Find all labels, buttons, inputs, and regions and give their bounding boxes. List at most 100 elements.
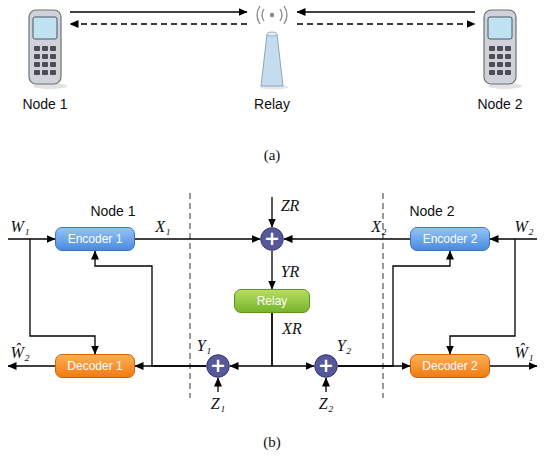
phone-icon <box>475 4 525 90</box>
encoder-box: Encoder 2 <box>410 227 490 251</box>
signal-arc <box>284 6 287 24</box>
phone-screen <box>33 17 57 39</box>
phone-screen <box>488 17 512 39</box>
signal-name: Ŵ₁ <box>515 344 534 362</box>
icon-art <box>475 4 525 90</box>
adder-symbol: + <box>318 356 334 375</box>
phone-key <box>505 70 511 75</box>
phone-body <box>29 10 61 84</box>
decoder-box: Decoder 2 <box>410 354 490 378</box>
signal-arrow <box>338 365 410 366</box>
signal-arc <box>262 9 264 21</box>
phone-key <box>50 46 56 51</box>
phone-key <box>505 54 511 59</box>
tower-mast <box>261 34 283 86</box>
phone-node: Node 2 <box>475 4 525 118</box>
phone-key <box>505 46 511 51</box>
signal-name: Y₁ <box>197 337 211 355</box>
broadcast-arrow <box>297 23 475 24</box>
adder-symbol: + <box>264 229 280 248</box>
phone-key <box>497 62 503 67</box>
side-info-wire <box>30 239 95 354</box>
signal-name: X₂ <box>371 218 386 236</box>
phone-key <box>497 46 503 51</box>
block-name: Relay <box>257 294 288 308</box>
decoder-box: Decoder 1 <box>55 354 135 378</box>
phone-key <box>34 62 40 67</box>
signal-arc <box>257 6 260 24</box>
input-wire <box>490 238 537 239</box>
signal-name: X₁ <box>155 218 170 236</box>
phone-key <box>50 70 56 75</box>
icon-art <box>20 4 70 90</box>
separator-dashed <box>189 193 190 398</box>
signal-arrow <box>338 251 450 366</box>
signal-arrow <box>95 251 206 366</box>
signal-name: Y₂ <box>337 337 351 355</box>
block-name: Decoder 2 <box>422 359 477 373</box>
noise-wire <box>325 378 326 392</box>
phone-key <box>50 54 56 59</box>
phone-key <box>42 46 48 51</box>
node-label: Relay <box>254 96 290 112</box>
signal-name: Ŵ₂ <box>11 344 30 362</box>
phone-key <box>34 46 40 51</box>
signal-arrow <box>271 251 272 289</box>
subfigure-tag: (b) <box>263 434 281 451</box>
signal-name: Z₁ <box>211 395 225 413</box>
phone-key <box>42 54 48 59</box>
phone-key <box>42 70 48 75</box>
phone-icon <box>20 4 70 90</box>
signal-arrow <box>135 238 260 239</box>
input-wire <box>8 238 55 239</box>
phone-key <box>497 70 503 75</box>
signal-arrow <box>284 238 410 239</box>
side-info-wire <box>450 239 515 354</box>
signal-arrow <box>135 365 206 366</box>
phone-key <box>42 62 48 67</box>
noise-wire <box>271 197 272 227</box>
phone-key <box>505 62 511 67</box>
encoder-box: Encoder 1 <box>55 227 135 251</box>
signal-name: XR <box>282 320 302 338</box>
output-wire <box>490 365 537 366</box>
section-label: Node 2 <box>409 203 454 219</box>
phone-key <box>50 62 56 67</box>
signal-arc <box>280 9 282 21</box>
adder-circle: + <box>206 354 230 378</box>
edge-layer <box>70 12 475 366</box>
adder-disc <box>207 355 230 378</box>
phone-node: Node 1 <box>20 4 70 118</box>
signal-arrow <box>70 11 247 12</box>
signal-name: YR <box>281 263 300 281</box>
icon-art <box>247 4 297 90</box>
adder-disc <box>261 228 284 251</box>
noise-wire <box>217 378 218 392</box>
relay-tower-node: Relay <box>247 4 297 118</box>
phone-key <box>489 46 495 51</box>
phone-key <box>34 54 40 59</box>
antenna-dot <box>270 13 274 17</box>
signal-name: W₂ <box>515 218 534 236</box>
block-name: Encoder 1 <box>68 232 123 246</box>
signal-name: W₁ <box>11 218 30 236</box>
signal-arrow <box>230 313 272 366</box>
adder-symbol: + <box>210 356 226 375</box>
phone-key <box>497 54 503 59</box>
phone-key <box>489 70 495 75</box>
signal-name: ZR <box>281 197 300 215</box>
broadcast-arrow <box>70 23 247 24</box>
adder-disc <box>315 355 338 378</box>
signal-arrow <box>272 313 314 366</box>
phone-key <box>489 54 495 59</box>
phone-key <box>34 70 40 75</box>
block-name: Encoder 2 <box>423 232 478 246</box>
section-label: Node 1 <box>90 203 135 219</box>
subfigure-tag: (a) <box>264 147 281 164</box>
adder-circle: + <box>314 354 338 378</box>
relay-box: Relay <box>234 289 310 313</box>
tower-top <box>267 32 277 36</box>
signal-name: Z₂ <box>319 395 333 413</box>
block-name: Decoder 1 <box>67 359 122 373</box>
